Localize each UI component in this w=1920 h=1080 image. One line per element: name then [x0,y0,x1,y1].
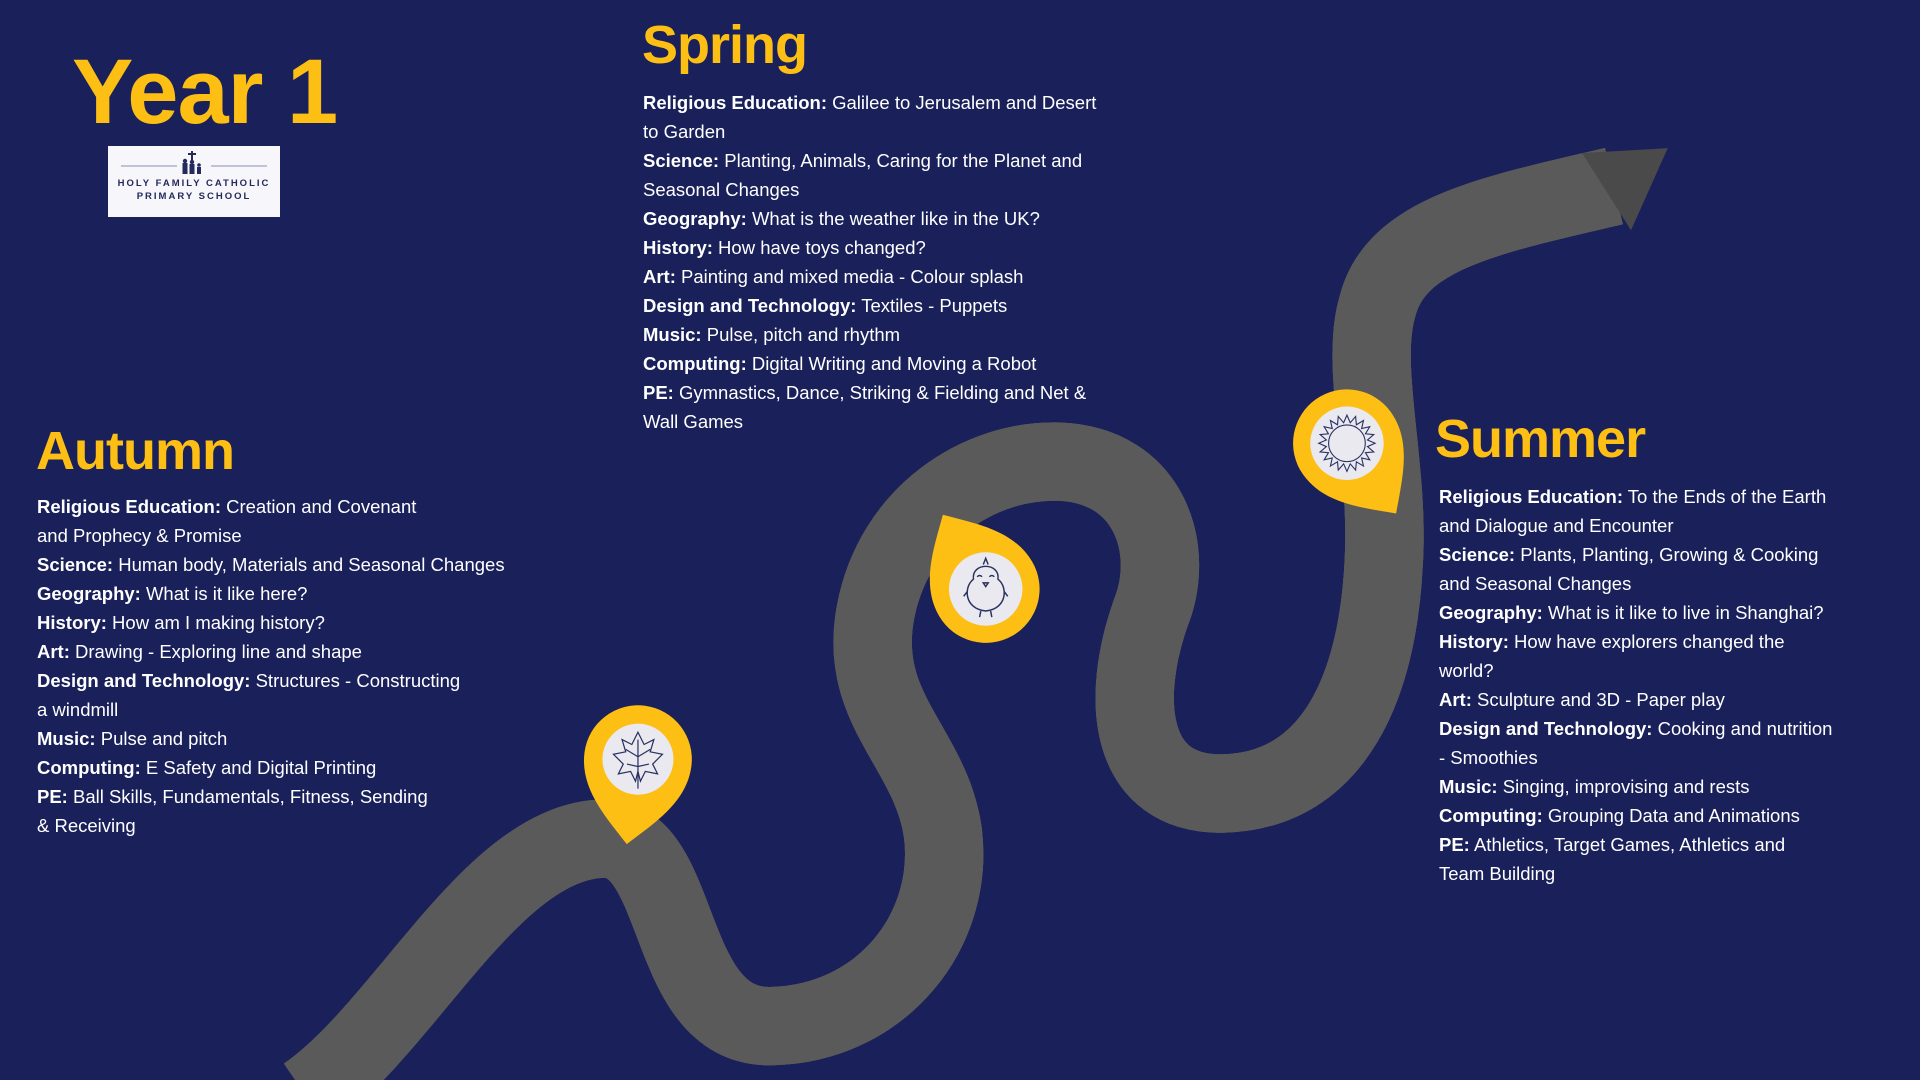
subject-item: History: How am I making history? [37,608,505,637]
subject-topic: What is the weather like in the UK? [746,208,1040,229]
subject-label: Design and Technology: [37,670,251,691]
subject-label: PE: [1439,834,1470,855]
subject-topic: Cooking and nutrition - Smoothies [1439,718,1833,768]
subject-topic: What is it like to live in Shanghai? [1542,602,1824,623]
subject-label: PE: [643,382,674,403]
leaf-icon [612,730,664,789]
summer-heading: Summer [1435,409,1646,469]
subject-item: Religious Education: Galilee to Jerusale… [643,88,1096,146]
road-arrowhead [1582,148,1668,231]
subject-item: Art: Sculpture and 3D - Paper play [1439,685,1832,714]
subject-item: Music: Pulse and pitch [37,724,505,753]
subject-item: History: How have explorers changed the … [1439,627,1832,685]
subject-item: History: How have toys changed? [643,233,1096,262]
subject-topic: How am I making history? [106,612,325,633]
subject-topic: Ball Skills, Fundamentals, Fitness, Send… [37,786,428,836]
subject-item: Geography: What is the weather like in t… [643,204,1096,233]
subject-item: Science: Planting, Animals, Caring for t… [643,146,1096,204]
subject-label: Science: [1439,544,1516,565]
page-title: Year 1 [72,41,338,143]
subject-topic: Human body, Materials and Seasonal Chang… [113,554,505,575]
subject-label: Computing: [37,757,141,778]
spring-heading: Spring [642,15,808,75]
autumn-subjects: Religious Education: Creation and Covena… [37,492,505,840]
subject-label: History: [37,612,107,633]
subject-topic: Planting, Animals, Caring for the Planet… [643,150,1083,200]
subject-label: PE: [37,786,68,807]
subject-item: Art: Drawing - Exploring line and shape [37,637,505,666]
subject-item: Computing: E Safety and Digital Printing [37,753,505,782]
summer-subjects: Religious Education: To the Ends of the … [1439,482,1832,888]
subject-topic: Pulse, pitch and rhythm [701,324,901,345]
autumn-pin [583,705,692,845]
subject-topic: Structures - Constructing a windmill [37,670,461,720]
subject-label: Music: [1439,776,1498,797]
autumn-heading: Autumn [36,421,235,481]
logo-line-1: HOLY FAMILY CATHOLIC [117,178,271,189]
subject-item: Geography: What is it like here? [37,579,505,608]
subject-label: Design and Technology: [643,295,857,316]
subject-label: Science: [643,150,720,171]
subject-topic: Singing, improvising and rests [1497,776,1750,797]
subject-topic: Digital Writing and Moving a Robot [746,353,1037,374]
subject-label: Art: [643,266,676,287]
subject-item: Computing: Digital Writing and Moving a … [643,349,1096,378]
subject-topic: How have explorers changed the world? [1439,631,1785,681]
school-logo: HOLY FAMILY CATHOLIC PRIMARY SCHOOL [108,146,280,217]
subject-item: PE: Ball Skills, Fundamentals, Fitness, … [37,782,505,840]
subject-label: History: [1439,631,1509,652]
holy-family-cross-icon [121,151,267,174]
subject-label: Computing: [643,353,747,374]
subject-label: Music: [37,728,96,749]
subject-item: Music: Pulse, pitch and rhythm [643,320,1096,349]
subject-label: Geography: [643,208,747,229]
subject-item: Art: Painting and mixed media - Colour s… [643,262,1096,291]
subject-topic: Creation and Covenant and Prophecy & Pro… [37,496,417,546]
subject-item: PE: Gymnastics, Dance, Striking & Fieldi… [643,378,1096,436]
subject-item: Design and Technology: Structures - Cons… [37,666,505,724]
subject-label: Religious Education: [1439,486,1623,507]
subject-item: Science: Human body, Materials and Seaso… [37,550,505,579]
subject-item: Religious Education: To the Ends of the … [1439,482,1832,540]
subject-label: Science: [37,554,114,575]
logo-line-2: PRIMARY SCHOOL [136,191,252,202]
subject-topic: Sculpture and 3D - Paper play [1471,689,1725,710]
subject-label: Geography: [37,583,141,604]
subject-label: Art: [1439,689,1472,710]
subject-item: Design and Technology: Textiles - Puppet… [643,291,1096,320]
subject-item: Religious Education: Creation and Covena… [37,492,505,550]
subject-item: Geography: What is it like to live in Sh… [1439,598,1832,627]
subject-topic: What is it like here? [140,583,308,604]
subject-label: Music: [643,324,702,345]
subject-topic: Drawing - Exploring line and shape [69,641,362,662]
subject-label: Geography: [1439,602,1543,623]
subject-label: Religious Education: [37,496,221,517]
chick-icon [963,556,1009,618]
subject-item: PE: Athletics, Target Games, Athletics a… [1439,830,1832,888]
subject-topic: Galilee to Jerusalem and Desert to Garde… [643,92,1097,142]
subject-item: Computing: Grouping Data and Animations [1439,801,1832,830]
subject-topic: Painting and mixed media - Colour splash [675,266,1024,287]
summer-pin [1293,389,1404,514]
subject-label: Computing: [1439,805,1543,826]
subject-label: Design and Technology: [1439,718,1653,739]
spring-pin [929,514,1040,643]
subject-topic: Textiles - Puppets [856,295,1008,316]
subject-topic: E Safety and Digital Printing [140,757,377,778]
spring-subjects: Religious Education: Galilee to Jerusale… [643,88,1096,436]
subject-label: Religious Education: [643,92,827,113]
subject-topic: Gymnastics, Dance, Striking & Fielding a… [643,382,1087,432]
subject-item: Science: Plants, Planting, Growing & Coo… [1439,540,1832,598]
subject-item: Design and Technology: Cooking and nutri… [1439,714,1832,772]
subject-topic: Athletics, Target Games, Athletics and T… [1439,834,1786,884]
subject-topic: To the Ends of the Earth and Dialogue an… [1439,486,1827,536]
subject-label: Art: [37,641,70,662]
subject-topic: Grouping Data and Animations [1542,805,1800,826]
subject-item: Music: Singing, improvising and rests [1439,772,1832,801]
subject-topic: How have toys changed? [712,237,926,258]
subject-label: History: [643,237,713,258]
subject-topic: Pulse and pitch [95,728,228,749]
subject-topic: Plants, Planting, Growing & Cooking and … [1439,544,1819,594]
sun-icon [1317,413,1377,473]
